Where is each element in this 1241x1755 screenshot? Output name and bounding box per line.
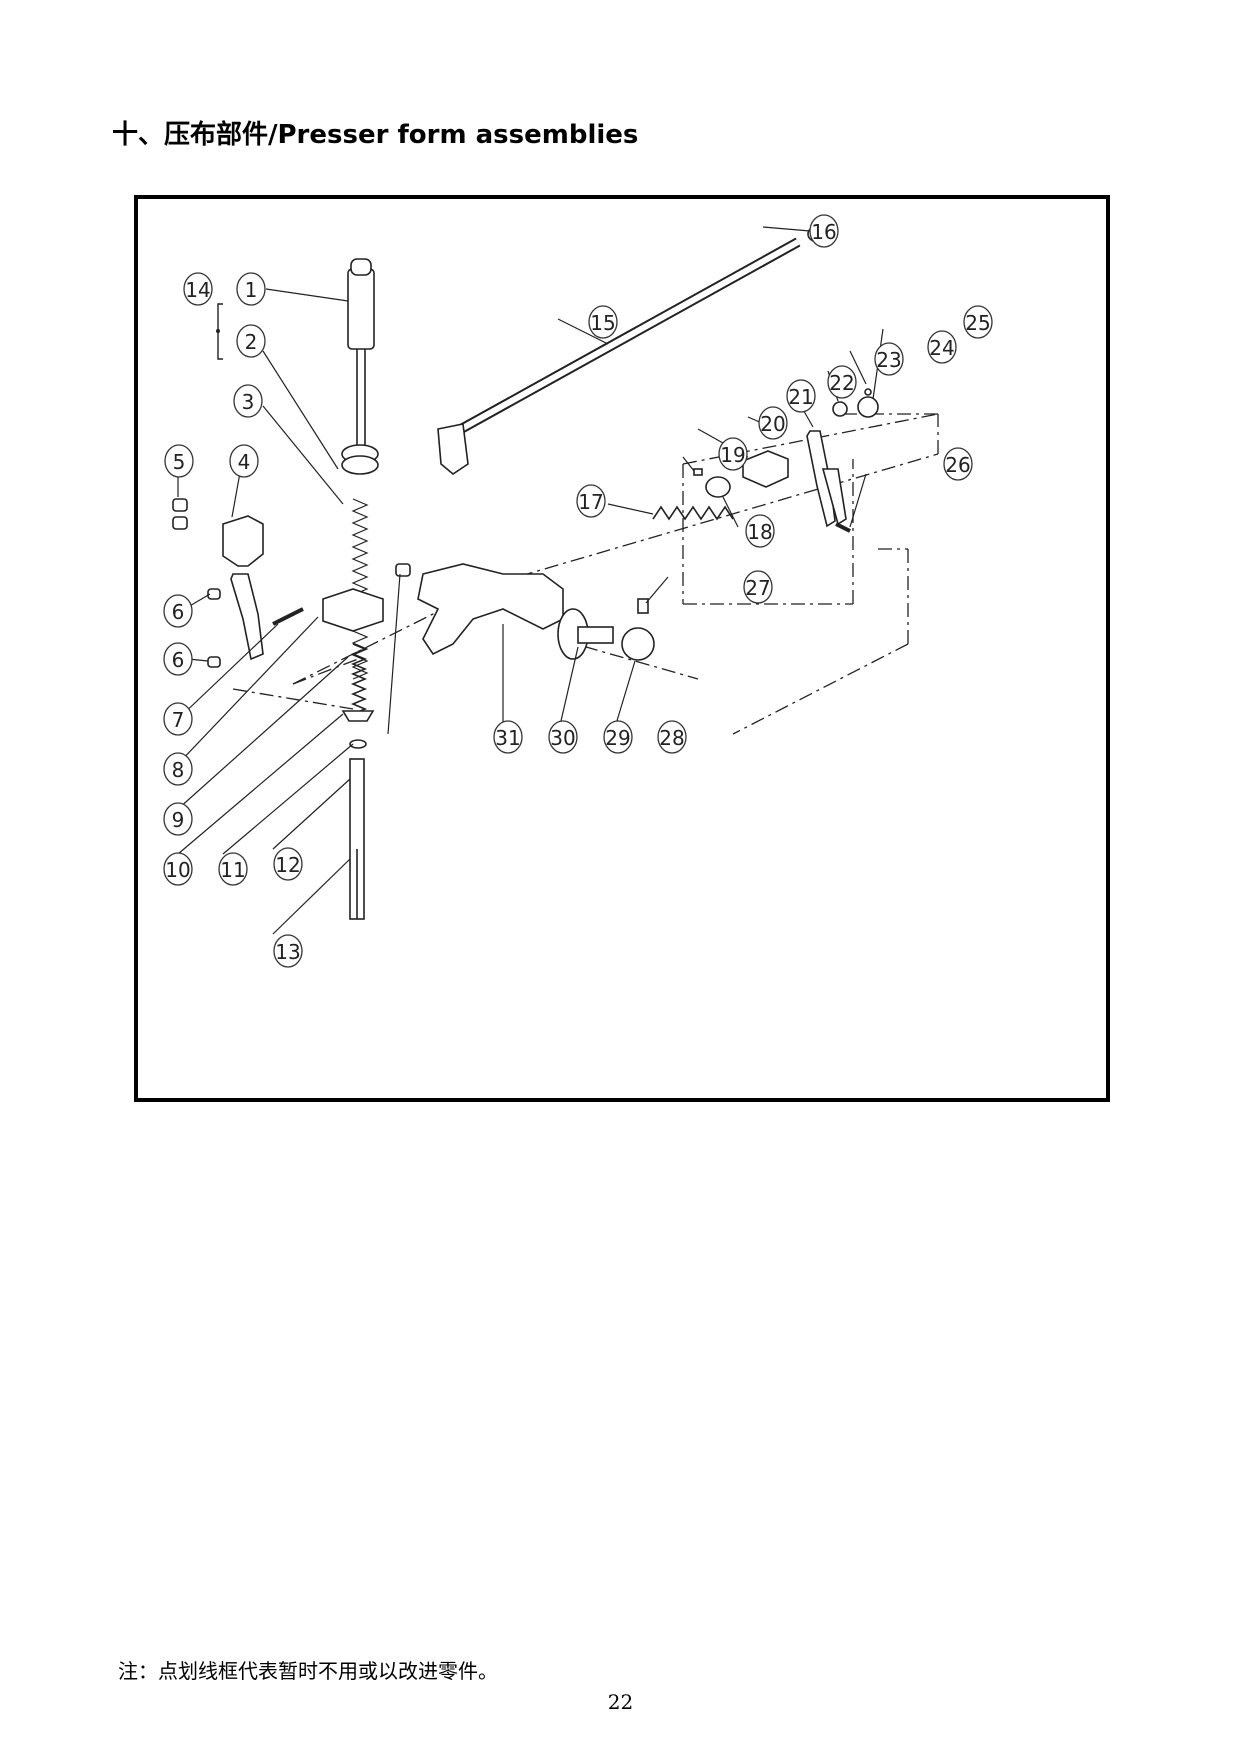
callout-13: 13: [275, 940, 300, 964]
callout-28: 28: [659, 726, 684, 750]
callout-26: 26: [945, 453, 970, 477]
callout-21: 21: [788, 385, 813, 409]
footnote: 注：点划线框代表暂时不用或以改进零件。: [118, 1659, 498, 1683]
callout-23: 23: [876, 348, 901, 372]
callout-12: 12: [275, 853, 300, 877]
callout-1: 1: [245, 278, 258, 302]
callout-3: 3: [242, 390, 255, 414]
callout-15: 15: [590, 311, 615, 335]
exploded-view-diagram: 1 2 3 4 5 6 6 7 8 9 10 11 12 13 14 15 16…: [163, 214, 993, 968]
callout-6b: 6: [172, 648, 185, 672]
callout-6a: 6: [172, 600, 185, 624]
callout-2: 2: [245, 330, 258, 354]
callout-24: 24: [929, 336, 954, 360]
callout-25: 25: [965, 311, 990, 335]
diagram-frame: 1 2 3 4 5 6 6 7 8 9 10 11 12 13 14 15 16…: [134, 195, 1110, 1102]
callout-7: 7: [172, 708, 185, 732]
page-number: 22: [607, 1690, 634, 1714]
callout-4: 4: [238, 450, 251, 474]
page-title: 十、压布部件/Presser form assemblies: [112, 120, 639, 150]
callout-20: 20: [760, 412, 785, 436]
callout-19: 19: [720, 443, 745, 467]
callout-17: 17: [578, 490, 603, 514]
callout-10: 10: [165, 858, 190, 882]
callout-16: 16: [811, 220, 836, 244]
callout-18: 18: [747, 520, 772, 544]
callout-5: 5: [173, 450, 186, 474]
callout-9: 9: [172, 808, 185, 832]
callout-11: 11: [220, 858, 245, 882]
callout-29: 29: [605, 726, 630, 750]
callout-30: 30: [550, 726, 575, 750]
callout-31: 31: [495, 726, 520, 750]
callout-8: 8: [172, 758, 185, 782]
callout-22: 22: [829, 371, 854, 395]
callout-27: 27: [745, 576, 770, 600]
callout-14: 14: [185, 278, 210, 302]
